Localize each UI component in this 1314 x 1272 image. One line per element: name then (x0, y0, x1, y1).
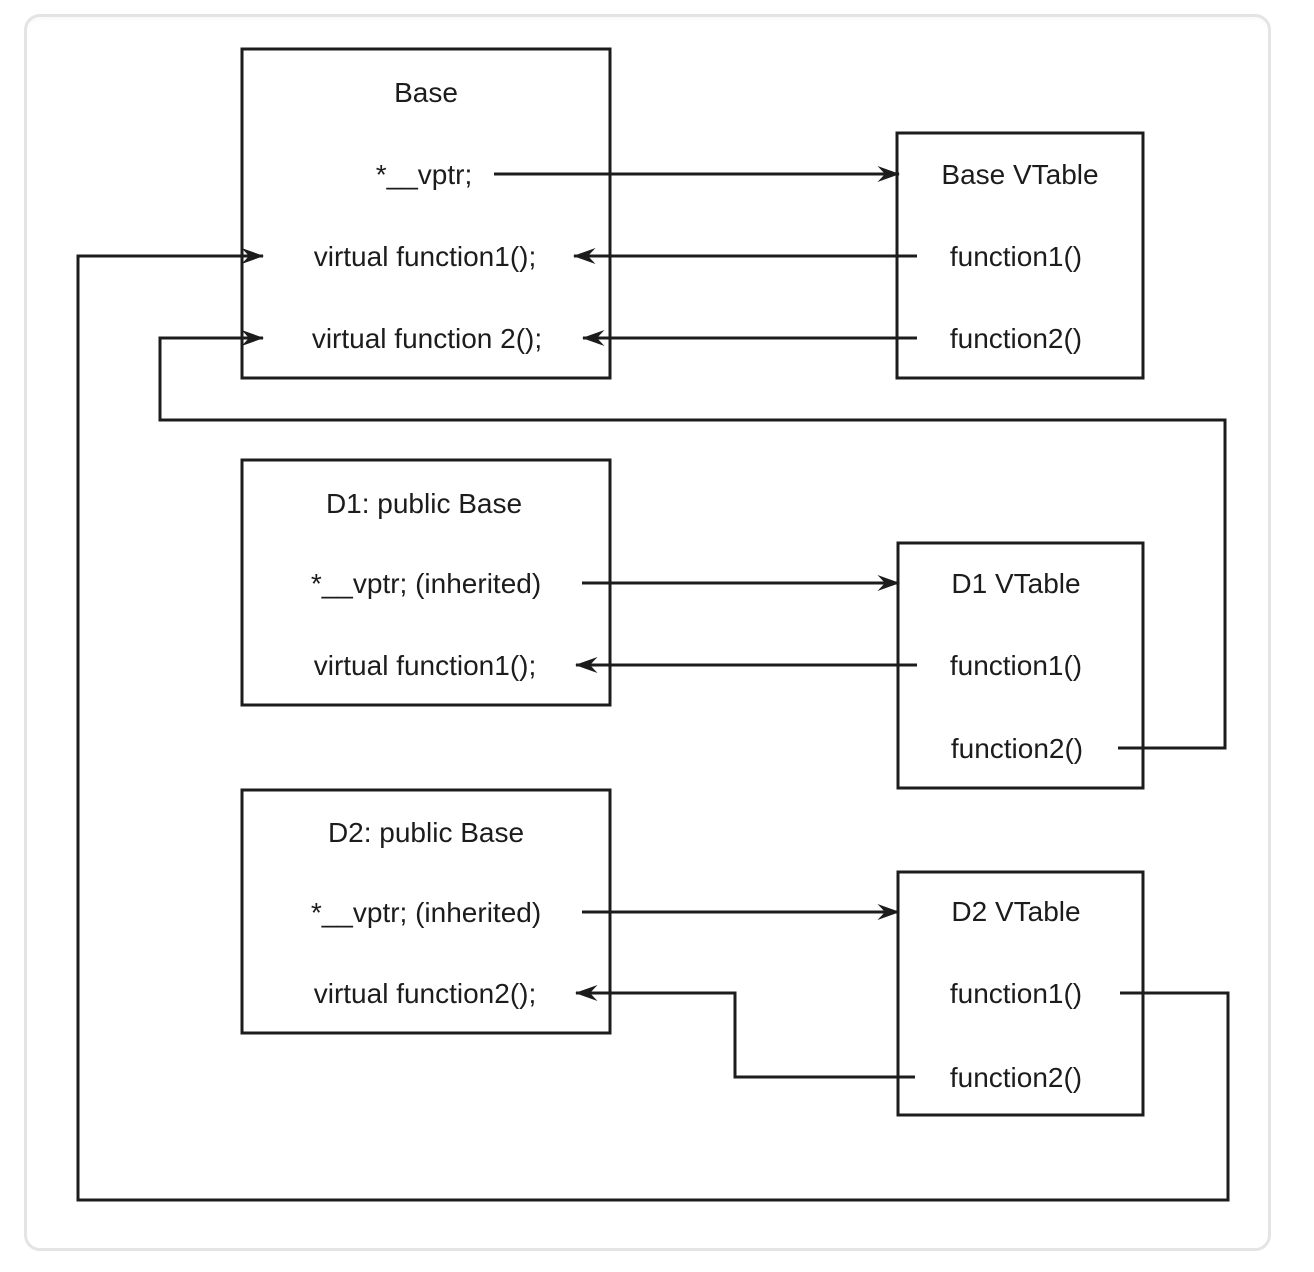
connectors-layer (76, 166, 1230, 1202)
d1-class-box-row-0: *__vptr; (inherited) (311, 568, 541, 599)
d2-vtable-function2-to-d2-function2-arrow (575, 985, 915, 1079)
base-class-box-row-0: *__vptr; (376, 159, 473, 190)
d2-class-box-row-1: virtual function2(); (314, 978, 537, 1009)
card-frame (24, 14, 1271, 1251)
d2-class-box (240, 788, 612, 1035)
base-vtable-box-group: Base VTable function1() function2() (895, 131, 1145, 380)
d2-vtable-function1-to-base-function1-arrow (76, 248, 1230, 1202)
d1-class-box (240, 458, 612, 707)
d1-vtable-box-group: D1 VTable function1() function2() (896, 541, 1145, 790)
d2-class-box-title: D2: public Base (328, 817, 524, 848)
base-class-box (240, 47, 612, 380)
d1-vtable-function2-to-base-function2-arrow (158, 330, 1227, 750)
d2-vtable-box-row-0: function1() (950, 978, 1082, 1009)
d1-class-box-row-1: virtual function1(); (314, 650, 537, 681)
d2-class-box-row-0: *__vptr; (inherited) (311, 897, 541, 928)
d2-vtable-box-title: D2 VTable (951, 896, 1080, 927)
d2-class-box-group: D2: public Base *__vptr; (inherited) virtu… (240, 788, 612, 1035)
base-class-box-row-1: virtual function1(); (314, 241, 537, 272)
base-vtable-box (895, 131, 1145, 380)
d1-vtable-box-row-0: function1() (950, 650, 1082, 681)
d1-class-box-title: D1: public Base (326, 488, 522, 519)
d1-vtable-box (896, 541, 1145, 790)
d1-vtable-box-title: D1 VTable (951, 568, 1080, 599)
base-class-box-row-2: virtual function 2(); (312, 323, 542, 354)
d2-vtable-box-row-1: function2() (950, 1062, 1082, 1093)
base-vtable-box-row-1: function2() (950, 323, 1082, 354)
d1-vtable-box-row-1: function2() (951, 733, 1083, 764)
base-class-box-title: Base (394, 77, 458, 108)
base-vtable-box-title: Base VTable (941, 159, 1098, 190)
base-vtable-box-row-0: function1() (950, 241, 1082, 272)
base-class-box-group: Base *__vptr;virtual function1(); virtual … (240, 47, 612, 380)
d2-vtable-box-group: D2 VTable function1() function2() (896, 870, 1145, 1117)
d1-class-box-group: D1: public Base *__vptr; (inherited) virtu… (240, 458, 612, 707)
